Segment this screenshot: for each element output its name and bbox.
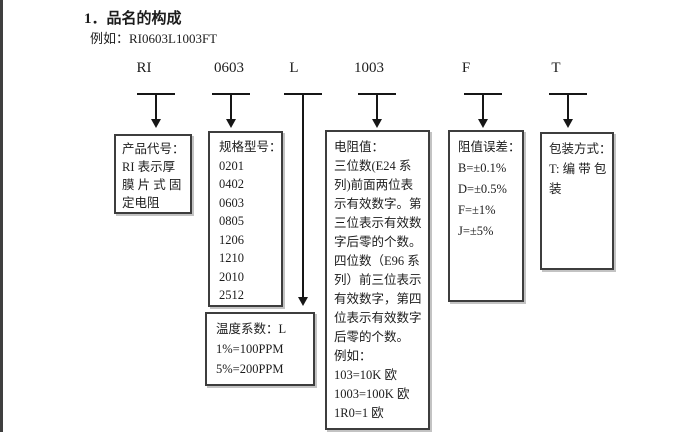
text-line: 四位数（E96 系 — [334, 254, 420, 268]
example-part-number: RI0603L1003FT — [129, 31, 218, 46]
box-product-code: 产品代号： RI 表示厚膜 片 式 固定电阻 — [114, 134, 192, 214]
example-line: 例如：RI0603L1003FT — [90, 28, 217, 47]
text-line: 1%=100PPM — [216, 342, 284, 356]
example-label: 例如： — [90, 31, 130, 46]
text-line: 1210 — [219, 251, 244, 265]
text-line: 三位表示有效数 — [334, 216, 422, 230]
text-line: F=±1% — [458, 203, 496, 217]
text-line: RI 表示厚 — [122, 160, 176, 174]
text-line: 1R0=1 欧 — [334, 406, 384, 420]
arrow-stem — [376, 93, 378, 120]
arrow-head-icon — [478, 119, 488, 128]
code-packaging: T — [551, 60, 561, 76]
page-edge-line — [0, 0, 3, 432]
text-line: D=±0.5% — [458, 182, 507, 196]
text-line: 膜 片 式 固 — [122, 178, 182, 192]
text-line: 字后零的个数。 — [334, 235, 422, 249]
text-line: 103=10K 欧 — [334, 368, 397, 382]
code-resistance: 1003 — [354, 60, 384, 76]
arrow-stem — [567, 93, 569, 120]
text-line: 0805 — [219, 214, 244, 228]
code-tolerance: F — [461, 60, 471, 76]
arrow-stem — [302, 93, 304, 297]
code-product: RI — [136, 60, 152, 76]
section-title: 1．品名的构成 — [84, 11, 182, 27]
box-resistance-value: 电阻值： 三位数(E24 系列)前面两位表示有效数字。第三位表示有效数字后零的个数… — [325, 130, 430, 430]
arrow-stem — [155, 93, 157, 120]
text-line: 0603 — [219, 195, 244, 210]
arrow-stem — [230, 93, 232, 120]
code-size: 0603 — [214, 60, 244, 76]
text-line: J=±5% — [458, 224, 494, 238]
text-line: 0201 — [219, 158, 244, 173]
text-line: 定电阻 — [122, 196, 160, 210]
box-tolerance: 阻值误差： B=±0.1% D=±0.5% F=±1% J=±5% — [448, 130, 524, 302]
text-line: 规格型号： — [219, 140, 282, 154]
arrow-head-icon — [372, 119, 382, 128]
arrow-head-icon — [563, 119, 573, 128]
text-line: 1003=100K 欧 — [334, 387, 410, 401]
text-line: 包装方式： — [549, 142, 612, 156]
text-line: 位表示有效数字 — [334, 311, 422, 325]
text-line: 0402 — [219, 177, 244, 191]
text-line: B=±0.1% — [458, 161, 507, 175]
box-temp-coefficient: 温度系数：L 1%=100PPM 5%=200PPM — [205, 312, 315, 386]
text-line: 5%=200PPM — [216, 362, 284, 376]
code-temp-coefficient: L — [289, 60, 299, 76]
text-line: T: 编 带 包 — [549, 162, 607, 176]
text-line: 阻值误差： — [458, 140, 521, 154]
text-line: 例如： — [334, 349, 372, 363]
arrow-head-icon — [298, 297, 308, 306]
text-line: 2512 — [219, 288, 244, 302]
text-line: 三位数(E24 系 — [334, 159, 412, 173]
text-line: 列)前面两位表 — [334, 178, 414, 192]
text-line: 列）前三位表示 — [334, 273, 422, 287]
text-line: 示有效数字。第 — [334, 197, 422, 211]
arrow-head-icon — [151, 119, 161, 128]
text-line: 产品代号： — [122, 142, 185, 156]
text-line: 温度系数：L — [216, 322, 287, 336]
text-line: 后零的个数。 — [334, 330, 410, 344]
text-line: 2010 — [219, 269, 244, 284]
text-line: 有效数字，第四 — [334, 292, 422, 306]
text-line: 装 — [549, 182, 562, 196]
text-line: 电阻值： — [334, 140, 385, 154]
text-line: 1206 — [219, 232, 244, 247]
arrow-stem — [482, 93, 484, 120]
arrow-head-icon — [226, 119, 236, 128]
box-packaging: 包装方式： T: 编 带 包装 — [540, 132, 614, 270]
box-size-spec: 规格型号： 0201 0402 0603 0805 1206 1210 2010 2512 — [208, 131, 283, 307]
